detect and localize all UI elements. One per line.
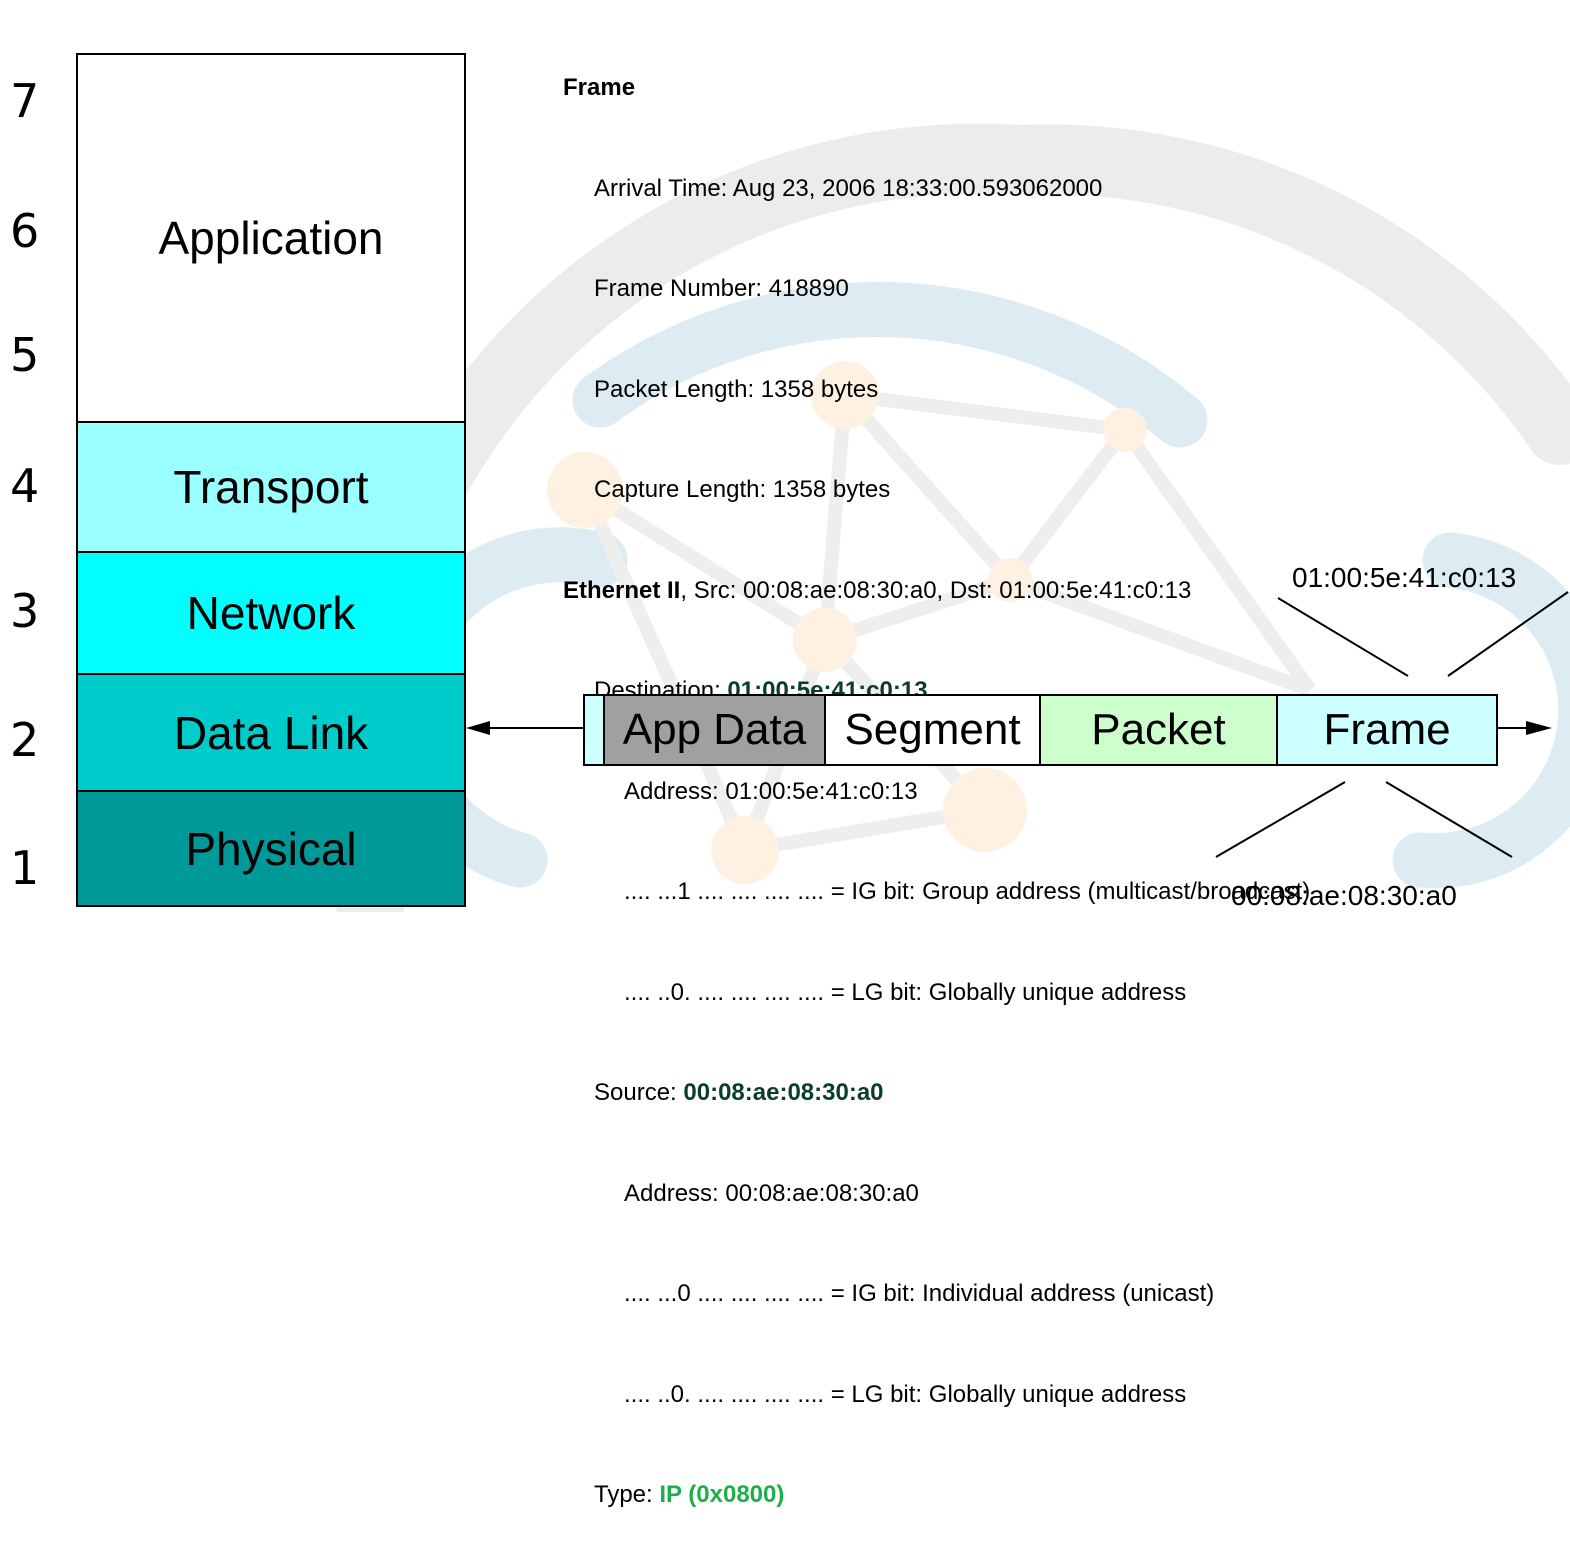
dest-leader-right [1447,591,1569,677]
layer-network-label: Network [186,587,356,639]
layer-number-5: 5 [10,328,40,382]
source-lg-bit: .... ..0. .... .... .... .... = LG bit: … [624,1380,1187,1408]
destination-lg-bit: .... ..0. .... .... .... .... = LG bit: … [624,978,1187,1006]
source-value: 00:08:ae:08:30:a0 [683,1079,884,1106]
frame-out-arrowhead [1526,721,1552,735]
layer-number-1: 1 [10,841,40,895]
osi-layer-stack: Application Transport Network Data Link … [76,53,466,907]
frame-label: Frame [1323,705,1451,754]
layer-application-label: Application [158,212,384,264]
ethernet-summary: , Src: 00:08:ae:08:30:a0, Dst: 01:00:5e:… [680,576,1192,604]
connector-lines [466,591,1569,858]
layer-number-7: 7 [10,74,40,128]
layer-network: Network [76,551,466,675]
source-ig-bit: .... ...0 .... .... .... .... = IG bit: … [624,1280,1215,1307]
app-data-label: App Data [622,705,807,754]
src-leader-left [1215,781,1346,858]
layer-number-2: 2 [10,713,40,767]
layer-number-6: 6 [10,204,40,258]
app-data-cell: App Data [605,696,826,764]
packet-cell: Packet [1041,696,1278,764]
layer-datalink: Data Link [76,673,466,792]
ethernet-header: Ethernet II [563,576,681,604]
segment-label: Segment [844,705,1021,754]
packet-length: Packet Length: 1358 bytes [594,375,879,403]
layer-number-4: 4 [10,459,40,513]
type-label: Type: [594,1481,660,1508]
capture-length: Capture Length: 1358 bytes [594,476,891,503]
type-value: IP (0x0800) [659,1481,785,1508]
segment-cell: Segment [826,696,1041,764]
encapsulation-edge [585,696,605,764]
layer-datalink-label: Data Link [173,706,369,759]
encapsulation-bar: App Data Segment Packet Frame [583,694,1498,766]
source-label: Source: [594,1079,684,1106]
src-leader-right [1385,781,1513,858]
source-address: Address: 00:08:ae:08:30:a0 [624,1179,919,1207]
dest-leader-left [1277,597,1409,677]
packet-label: Packet [1091,705,1226,754]
layer-transport: Transport [76,421,466,553]
frame-number: Frame Number: 418890 [594,275,849,302]
source-mac-label: 00:08:ae:08:30:a0 [1231,880,1457,911]
layer-physical-label: Physical [185,822,357,875]
arrival-time: Arrival Time: Aug 23, 2006 18:33:00.5930… [594,174,1103,202]
destination-ig-bit: .... ...1 .... .... .... .... = IG bit: … [624,878,1311,905]
destination-address: Address: 01:00:5e:41:c0:13 [624,777,918,805]
frame-cell: Frame [1278,696,1496,764]
destination-mac-label: 01:00:5e:41:c0:13 [1292,562,1517,593]
layer-number-3: 3 [10,584,40,638]
layer-application: Application [76,53,466,423]
frame-header: Frame [563,74,636,101]
datalink-arrowhead [466,721,490,735]
layer-physical: Physical [76,790,466,907]
layer-transport-label: Transport [173,461,369,513]
